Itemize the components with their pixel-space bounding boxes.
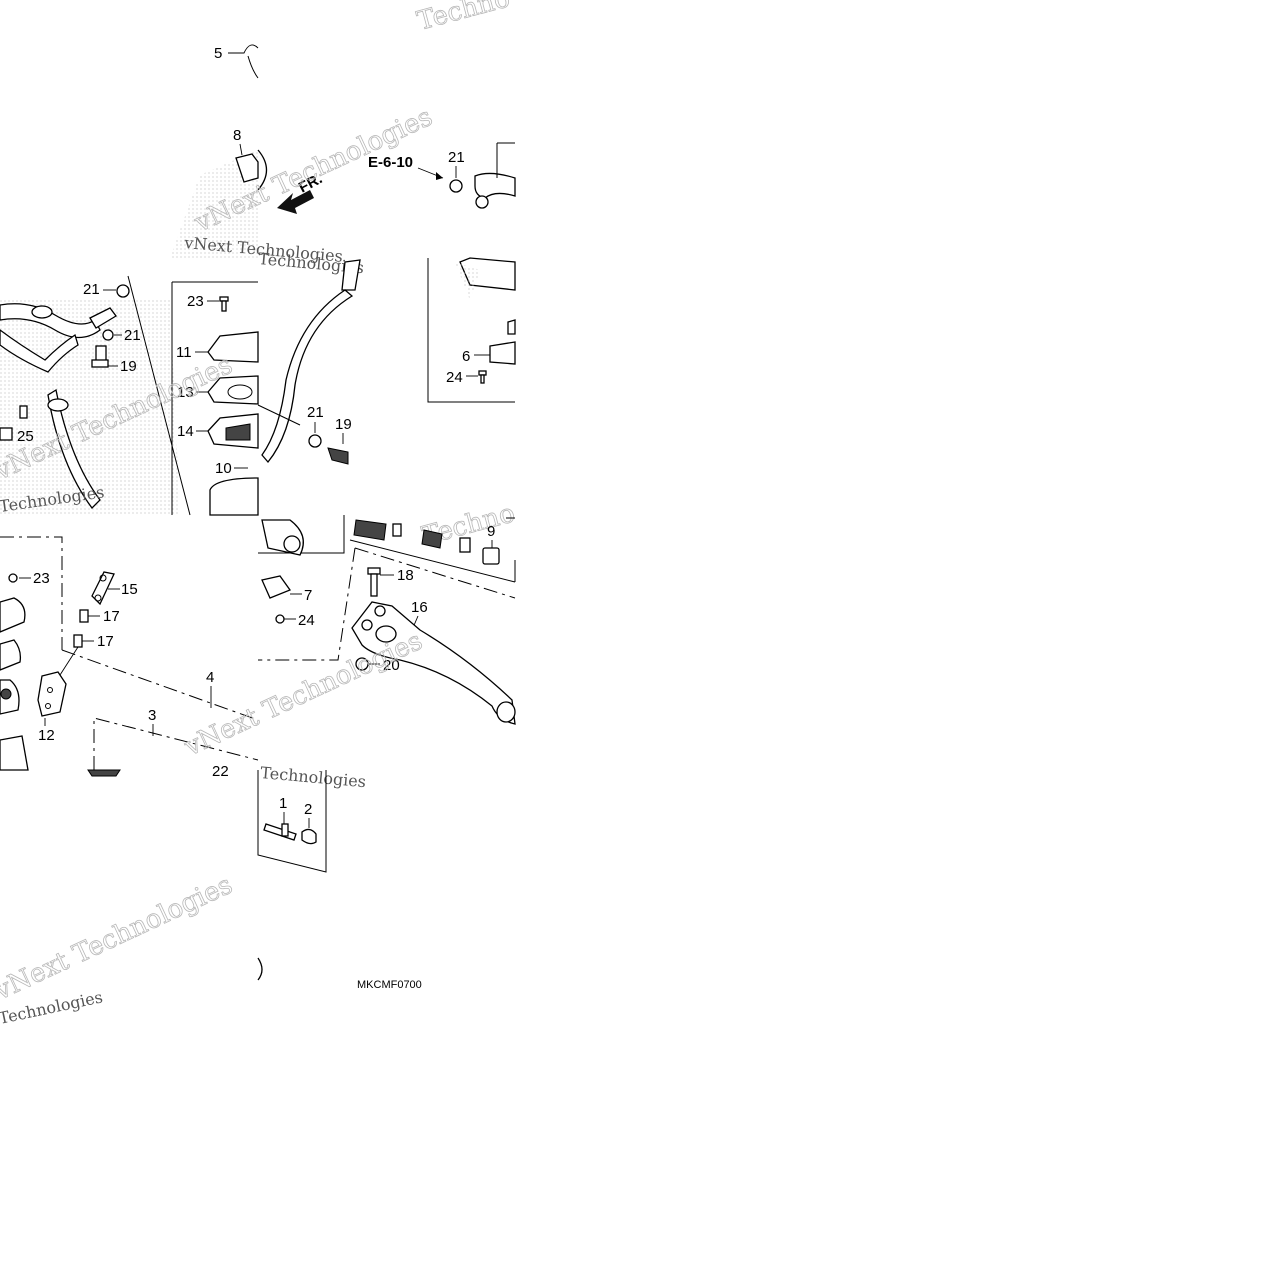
- callout-2: 2: [304, 801, 312, 818]
- tile-center-left: 21 21 19 25 23 11 13 14 10 vNext Techno: [0, 275, 259, 516]
- diaphragm-plate: [0, 639, 22, 671]
- watermark-text: vNext Technologies: [179, 626, 427, 763]
- reference-arrowhead: [436, 172, 443, 180]
- callout-12: 12: [38, 727, 55, 744]
- banjo-fitting: [89, 307, 117, 329]
- bolt: [19, 405, 28, 419]
- brake-hose-fitting: [474, 172, 516, 199]
- sealing-washer: [449, 179, 463, 193]
- callout-17: 17: [103, 608, 120, 625]
- callout-6: 6: [462, 348, 470, 365]
- callout-14: 14: [177, 423, 194, 440]
- oil-bolt: [327, 447, 349, 465]
- reference-label: E-6-10: [368, 154, 413, 171]
- callout-19: 19: [335, 416, 352, 433]
- tile-center-middle: Technologies 21 19 6 24: [258, 249, 516, 465]
- callout-15: 15: [121, 581, 138, 598]
- piston-cup: [482, 547, 500, 565]
- callout-1: 1: [279, 795, 287, 812]
- bracket-part: [235, 153, 259, 183]
- reservoir-cap: [0, 597, 26, 633]
- master-cylinder-body: [0, 735, 29, 771]
- callout-24: 24: [298, 612, 315, 629]
- stop-switch: [489, 341, 516, 365]
- callout-20: 20: [383, 657, 400, 674]
- callout-21: 21: [124, 327, 141, 344]
- callout-13: 13: [177, 384, 194, 401]
- sealing-washer: [116, 284, 130, 298]
- screw: [275, 614, 285, 624]
- piston-spring: [421, 529, 443, 549]
- callout-19: 19: [120, 358, 137, 375]
- pivot-bolt: [367, 567, 381, 575]
- callout-21: 21: [307, 404, 324, 421]
- callout-21: 21: [448, 149, 465, 166]
- callout-18: 18: [397, 567, 414, 584]
- callout-7: 7: [304, 587, 312, 604]
- callout-24: 24: [446, 369, 463, 386]
- screw: [79, 609, 89, 623]
- callout-10: 10: [215, 460, 232, 477]
- screw: [8, 573, 18, 583]
- callout-21: 21: [83, 281, 100, 298]
- callout-17: 17: [97, 633, 114, 650]
- sealing-washer: [102, 329, 114, 341]
- watermark-text: Techno: [414, 0, 513, 37]
- callout-4: 4: [206, 669, 214, 686]
- push-rod: [263, 823, 297, 841]
- watermark-text: Technologies: [260, 763, 367, 791]
- frame-shading: [170, 150, 258, 258]
- callout-5: 5: [214, 45, 222, 62]
- tile-bottom-left: 22 vNext Technologies Technologies: [0, 763, 237, 1028]
- frame-shading: [0, 300, 180, 515]
- master-cylinder-holder: [37, 671, 67, 717]
- sealing-washer: [308, 434, 322, 448]
- stop-switch: [261, 575, 292, 599]
- callout-9: 9: [487, 523, 495, 540]
- diagram-code: MKCMF0700: [357, 979, 422, 991]
- callout-11: 11: [176, 344, 192, 361]
- callout-23: 23: [187, 293, 204, 310]
- brake-hose: [47, 388, 101, 509]
- pivot-nut: [355, 657, 369, 671]
- hose-joint: [341, 259, 361, 291]
- callout-3: 3: [148, 707, 156, 724]
- brake-hose: [0, 329, 79, 373]
- screw: [73, 634, 83, 648]
- callout-23: 23: [33, 570, 50, 587]
- watermark-text: vNext Technologies: [0, 870, 237, 1007]
- reservoir-cap: [207, 331, 259, 363]
- tile-reservoir-group: 23 15 17 17 12 4 3 vNext Technologies: [0, 536, 427, 771]
- callout-16: 16: [411, 599, 428, 616]
- tile-piston-set: Technologies 1 2 MKCMF0700: [257, 763, 422, 991]
- push-rod-boot: [301, 828, 317, 845]
- brake-hose: [261, 289, 354, 464]
- dust-boot: [353, 519, 387, 541]
- callout-25: 25: [17, 428, 34, 445]
- master-cylinder-body: [209, 477, 259, 516]
- callout-8: 8: [233, 127, 241, 144]
- callout-22: 22: [212, 763, 229, 780]
- diaphragm-plate: [207, 375, 259, 405]
